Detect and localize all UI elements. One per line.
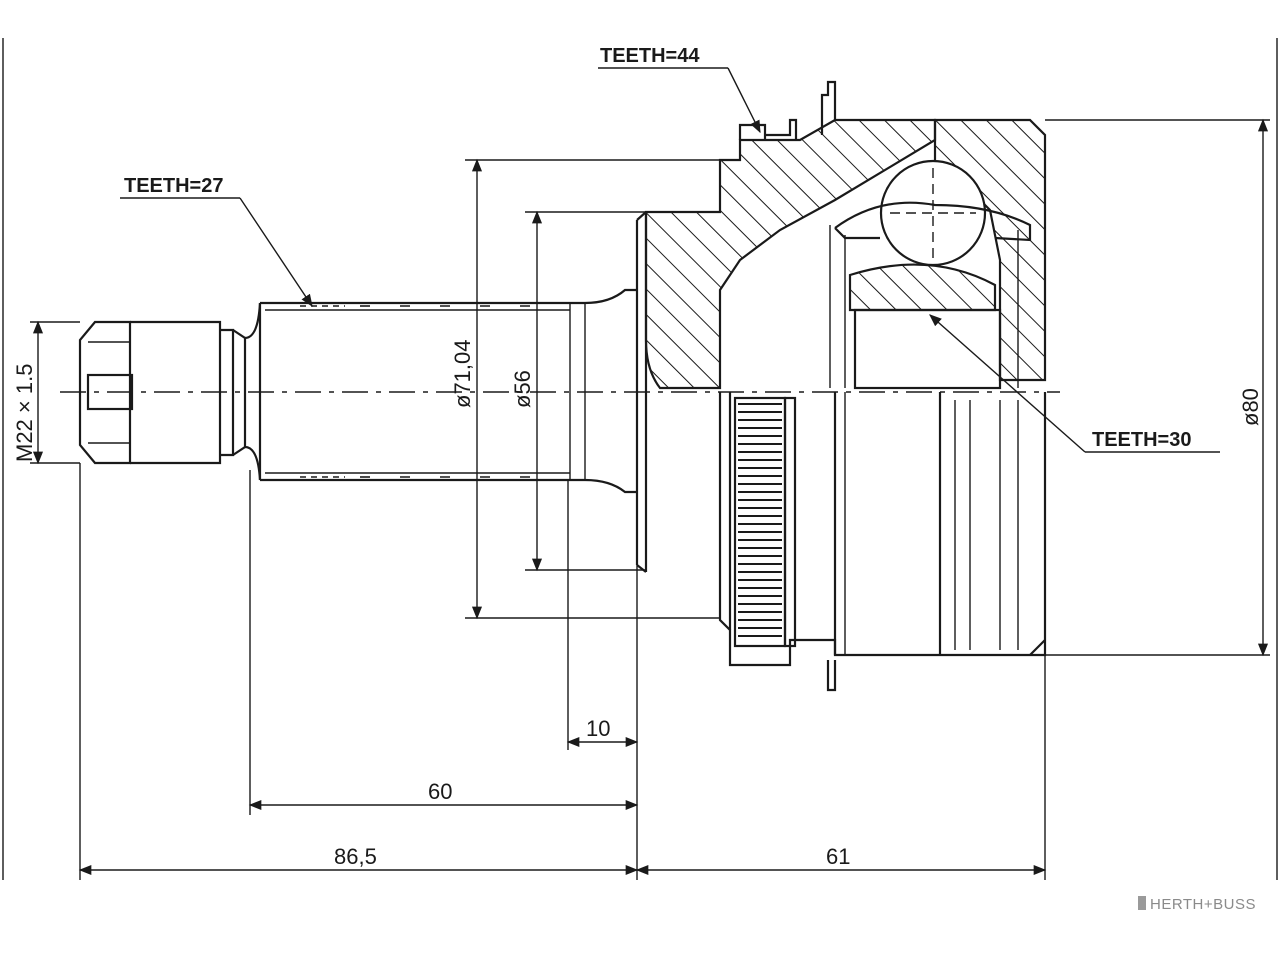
splined-shaft [258, 288, 637, 494]
brand-text: HERTH+BUSS [1150, 896, 1256, 913]
callout-teeth-27: TEETH=27 [124, 175, 223, 197]
callout-teeth-30: TEETH=30 [1092, 429, 1191, 451]
retaining-tab [820, 80, 837, 135]
callout-teeth-44: TEETH=44 [600, 45, 700, 67]
dim-thread-label: M22 × 1.5 [12, 364, 37, 462]
bell-housing-outer [718, 392, 1047, 692]
dim-56-label: ø56 [510, 370, 535, 408]
abs-tone-ring [733, 396, 797, 648]
dim-86-5-label: 86,5 [334, 844, 377, 869]
dim-80-label: ø80 [1238, 388, 1263, 426]
callout-leaders [120, 67, 1220, 453]
dim-60-label: 60 [428, 779, 452, 804]
dimension-lines [30, 118, 1270, 880]
brand-logo: HERTH+BUSS [1138, 896, 1256, 913]
dim-61-label: 61 [826, 844, 850, 869]
abs-ring-top [738, 118, 798, 140]
dim-10-label: 10 [586, 716, 610, 741]
threaded-end [78, 302, 262, 481]
dim-71-label: ø71,04 [450, 340, 475, 409]
bell-housing-section [644, 118, 1047, 390]
